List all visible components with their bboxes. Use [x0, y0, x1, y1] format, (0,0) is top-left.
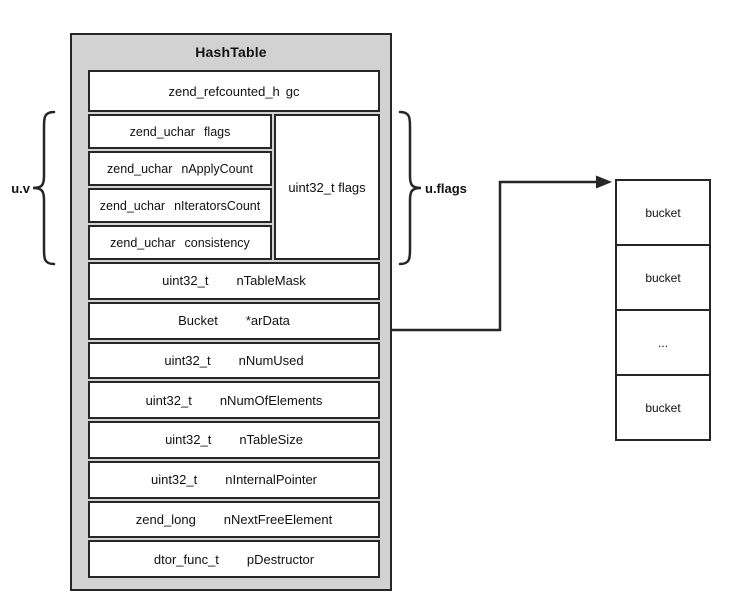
bucket-cell: bucket: [617, 374, 709, 439]
field-type: uint32_t: [162, 273, 209, 289]
struct-row-ntablesize: uint32_t nTableSize: [88, 421, 380, 459]
field-type: dtor_func_t: [153, 551, 219, 567]
field-name: flags: [203, 124, 231, 139]
struct-row-gc: zend_refcounted_h gc: [88, 70, 380, 112]
field-name: nTableMask: [236, 273, 306, 289]
arrowhead-icon: [596, 175, 612, 189]
union-label-uflags: u.flags: [425, 181, 467, 196]
struct-rows: zend_refcounted_h gc zend_uchar flags ze…: [88, 70, 380, 578]
field-type: zend_uchar: [107, 161, 173, 176]
union-group: zend_uchar flags zend_uchar nApplyCount …: [88, 114, 380, 260]
struct-row-flags: zend_uchar flags: [88, 114, 272, 149]
struct-row-napplycount: zend_uchar nApplyCount: [88, 151, 272, 186]
field-name: nInternalPointer: [225, 472, 318, 488]
field-type: uint32_t: [150, 472, 198, 488]
field-type: zend_uchar: [110, 235, 176, 250]
struct-row-nnextfreeelement: zend_long nNextFreeElement: [88, 500, 380, 539]
field-name: gc: [285, 83, 300, 99]
field-type: zend_refcounted_h: [168, 83, 280, 99]
field-type: uint32_t: [165, 432, 212, 448]
field-type: zend_long: [135, 511, 196, 527]
union-left-column: zend_uchar flags zend_uchar nApplyCount …: [88, 114, 272, 260]
right-curly-brace-icon: [398, 110, 422, 266]
field-type: uint32_t: [145, 392, 192, 408]
ardata-pointer-line: [380, 180, 598, 332]
field-type: zend_uchar: [129, 124, 195, 139]
struct-row-ardata: Bucket *arData: [88, 301, 380, 340]
field-name: nNumUsed: [238, 352, 304, 368]
hashtable-title: HashTable: [195, 44, 267, 60]
field-name: nApplyCount: [181, 161, 253, 176]
struct-row-niteratorscount: zend_uchar nIteratorsCount: [88, 188, 272, 223]
struct-row-ninternalpointer: uint32_t nInternalPointer: [88, 460, 380, 499]
hashtable-box: HashTable zend_refcounted_h gc zend_ucha…: [70, 33, 392, 591]
bucket-cell: bucket: [645, 205, 681, 220]
bucket-cell-ellipsis: ...: [617, 309, 709, 374]
struct-row-nnumused: uint32_t nNumUsed: [88, 341, 380, 380]
union-label-uv: u.v: [11, 181, 30, 196]
field-name: nTableSize: [239, 432, 303, 448]
field-name: nNextFreeElement: [223, 511, 333, 527]
field-name: pDestructor: [246, 551, 315, 567]
union-overlay-cell: uint32_t flags: [274, 114, 380, 260]
bucket-cell: bucket: [617, 244, 709, 309]
field-name: nIteratorsCount: [174, 198, 261, 213]
struct-row-ntablemask: uint32_t nTableMask: [88, 262, 380, 300]
struct-row-pdestructor: dtor_func_t pDestructor: [88, 540, 380, 578]
struct-row-consistency: zend_uchar consistency: [88, 225, 272, 260]
field-type: uint32_t: [164, 352, 211, 368]
field-type: zend_uchar: [99, 198, 166, 213]
field-type: Bucket: [178, 313, 218, 329]
field-name: *arData: [245, 313, 290, 329]
field-name: nNumOfElements: [219, 392, 323, 408]
left-curly-brace-icon: [32, 110, 56, 266]
struct-row-nnumofelements: uint32_t nNumOfElements: [88, 381, 380, 419]
field-name: consistency: [184, 235, 250, 250]
bucket-array-box: bucket bucket ... bucket: [615, 179, 711, 441]
